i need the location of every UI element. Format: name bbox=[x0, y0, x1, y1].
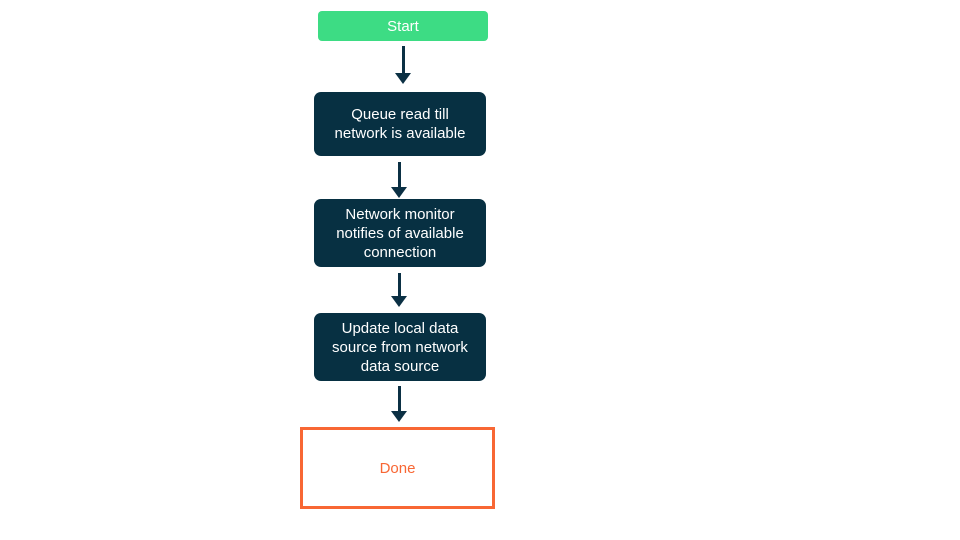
flowchart-node-start: Start bbox=[318, 11, 488, 41]
node-start-label: Start bbox=[387, 17, 419, 35]
flowchart-node-update-local-data: Update local data source from network da… bbox=[314, 313, 486, 381]
flowchart-node-network-monitor: Network monitor notifies of available co… bbox=[314, 199, 486, 267]
node-queue-label: Queue read till network is available bbox=[334, 106, 466, 142]
arrow-stem bbox=[397, 273, 401, 296]
flowchart-node-queue-read: Queue read till network is available bbox=[314, 92, 486, 156]
arrow-down-icon bbox=[395, 46, 411, 84]
node-update-label: Update local data source from network da… bbox=[332, 319, 468, 375]
arrow-head bbox=[391, 187, 407, 198]
flowchart-node-done: Done bbox=[300, 427, 495, 509]
arrow-stem bbox=[397, 162, 401, 187]
node-done-label: Done bbox=[379, 459, 416, 477]
arrow-down-icon bbox=[391, 162, 407, 198]
arrow-head bbox=[391, 411, 407, 422]
arrow-head bbox=[395, 73, 411, 84]
arrow-head bbox=[391, 296, 407, 307]
arrow-down-icon bbox=[391, 273, 407, 307]
arrow-stem bbox=[397, 386, 401, 411]
arrow-stem bbox=[401, 46, 405, 73]
arrow-down-icon bbox=[391, 386, 407, 422]
node-monitor-label: Network monitor notifies of available co… bbox=[336, 205, 464, 261]
